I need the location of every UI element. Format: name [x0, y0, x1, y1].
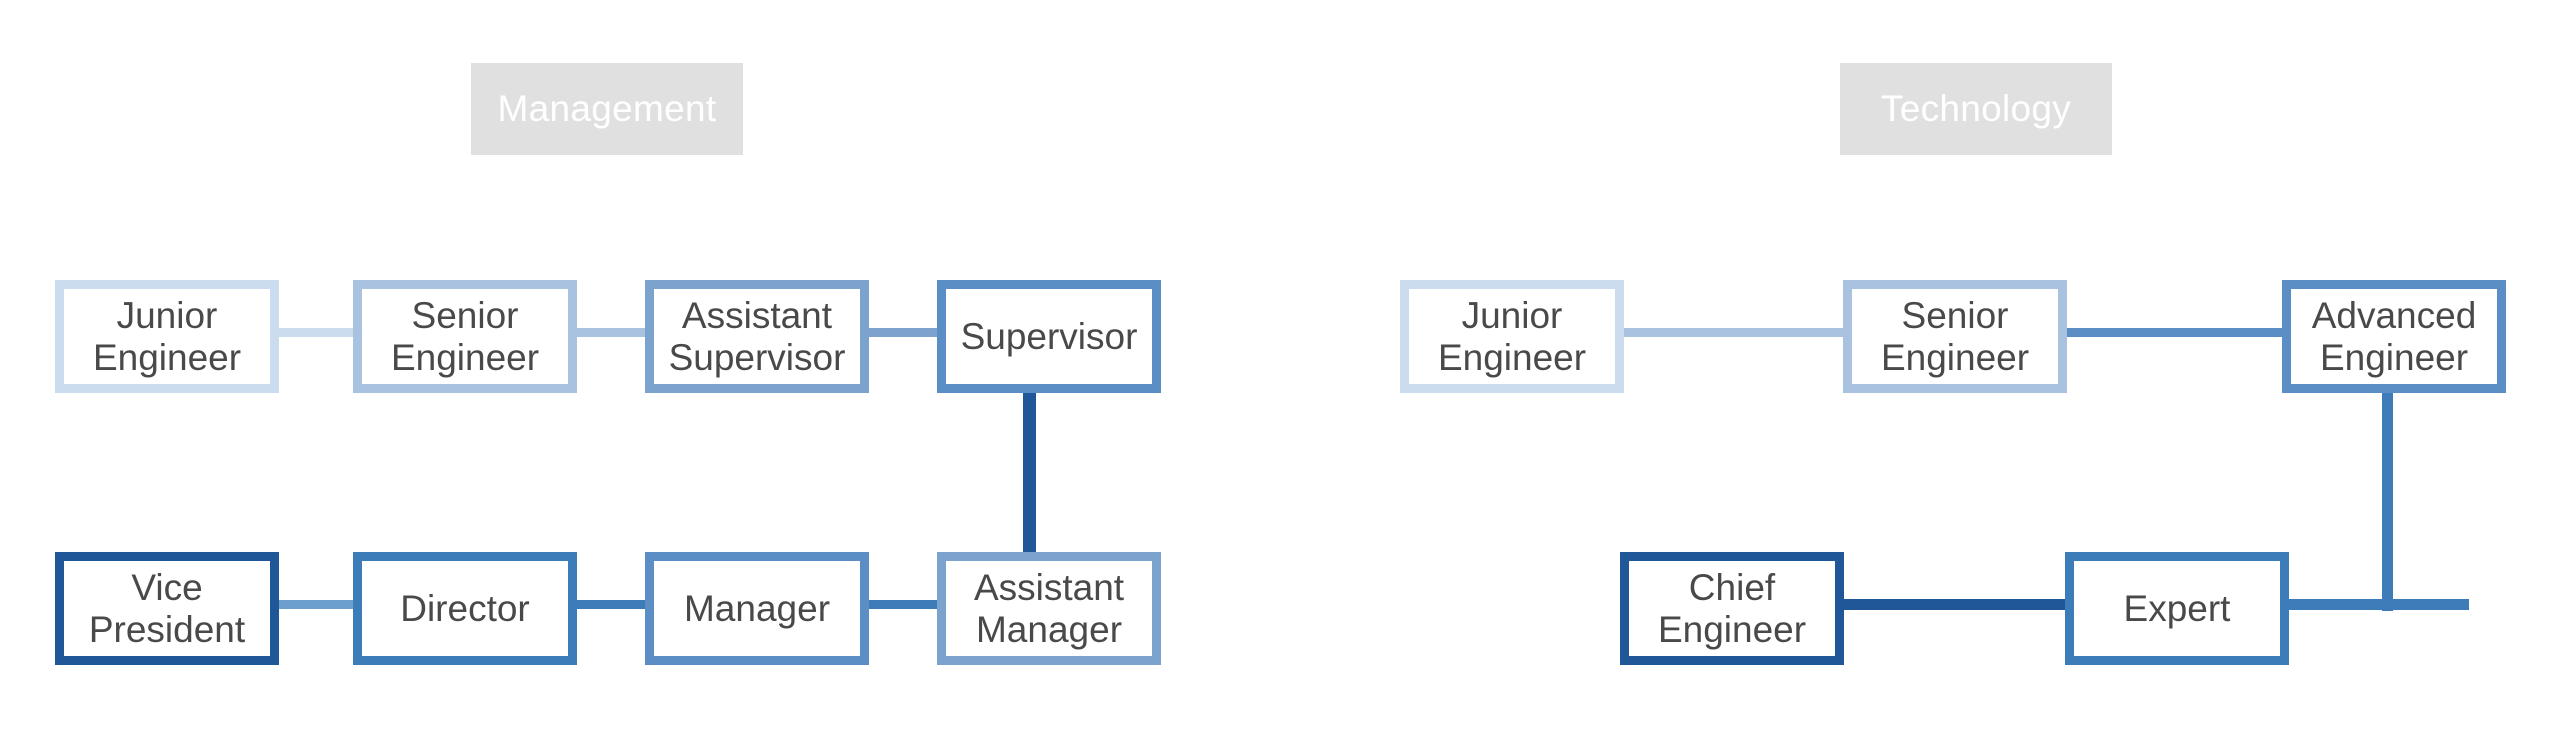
connector-technology-2: [1844, 598, 2065, 610]
node-management-director[interactable]: Director: [353, 552, 577, 665]
connector-management-0: [279, 327, 353, 337]
node-technology-expert[interactable]: Expert: [2065, 552, 2289, 665]
connector-management-1: [577, 327, 645, 337]
node-label: Expert: [2123, 587, 2231, 629]
node-label: Manager: [683, 587, 831, 629]
column-header-management: Management: [471, 63, 743, 155]
column-header-technology: Technology: [1840, 63, 2112, 155]
connector-management-5: [577, 599, 645, 609]
connector-management-6: [869, 599, 937, 609]
connector-technology-4: [2381, 393, 2393, 611]
connector-technology-3: [2289, 598, 2469, 610]
connector-management-2: [869, 327, 937, 337]
connector-management-4: [279, 599, 353, 609]
node-management-supervisor[interactable]: Supervisor: [937, 280, 1161, 393]
connector-technology-0: [1624, 327, 1843, 337]
node-management-manager[interactable]: Manager: [645, 552, 869, 665]
connector-management-3: [1022, 393, 1036, 552]
node-label: Director: [400, 587, 530, 629]
node-label: Supervisor: [960, 315, 1138, 357]
connector-technology-1: [2067, 327, 2282, 337]
